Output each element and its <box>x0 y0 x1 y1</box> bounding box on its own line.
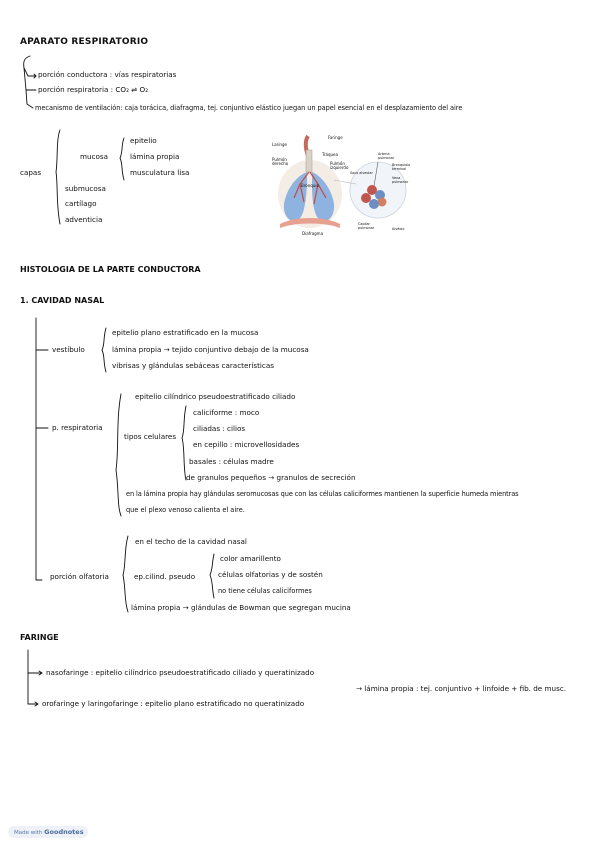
histologia-title: HISTOLOGIA DE LA PARTE CONDUCTORA <box>20 265 201 274</box>
label-pulmon-izquierdo: Pulmón izquierdo <box>330 161 349 171</box>
respiratoria-nota: en la lámina propia hay glándulas seromu… <box>126 490 519 498</box>
goodnotes-brand: Goodnotes <box>44 828 84 836</box>
page-title: APARATO RESPIRATORIO <box>20 37 149 47</box>
olfatoria-ep-item: no tiene células caliciformes <box>218 587 312 595</box>
label-bronquio: Bronquio <box>301 183 319 188</box>
vestibulo-label: vestíbulo <box>52 345 85 354</box>
porcion-respiratoria: porción respiratoria : CO₂ ⇌ O₂ <box>38 85 149 94</box>
tipos-celulares-label: tipos celulares <box>124 432 177 441</box>
faringe-title: FARINGE <box>20 633 59 642</box>
olfatoria-label: porción olfatoria <box>50 572 109 581</box>
label-capilar-pulmonar: Capilar pulmonar <box>358 222 375 230</box>
tipo-celular: basales : células madre <box>189 457 274 466</box>
porcion-conductora: porción conductora : vías respiratorias <box>38 70 177 79</box>
layer-submucosa: submucosa <box>65 184 106 193</box>
olfatoria-lamina: lámina propia → glándulas de Bowman que … <box>131 603 351 612</box>
vestibulo-item: epitelio plano estratificado en la mucos… <box>112 328 259 337</box>
lungs-illustration <box>278 134 407 228</box>
label-vena-pulmonar: Vena pulmonar <box>392 176 409 184</box>
olfatoria-techo: en el techo de la cavidad nasal <box>135 537 247 546</box>
label-pulmon-derecho: Pulmón derecho <box>272 157 289 167</box>
label-saco-alveolar: Saco alveolar <box>350 171 373 175</box>
mucosa-label: mucosa <box>80 152 109 161</box>
olfatoria-ep-item: células olfatorias y de sostén <box>218 570 323 579</box>
respiratoria-label: p. respiratoria <box>52 423 103 432</box>
layer-adventicia: adventicia <box>65 215 103 224</box>
vestibulo-item: vibrisas y glándulas sebáceas caracterís… <box>112 361 275 370</box>
mucosa-item-epitelio: epitelio <box>130 136 157 145</box>
label-bronquiolo-terminal: Bronquiolo terminal <box>392 163 411 171</box>
label-laringe: Laringe <box>272 142 287 147</box>
label-alveolo: Alvéolo <box>392 227 405 231</box>
mucosa-item-musculatura: musculatura lisa <box>130 168 190 177</box>
made-with-text: Made with <box>14 830 43 836</box>
respiratoria-nota: que el plexo venoso calienta el aire. <box>126 506 245 514</box>
tipo-celular: caliciforme : moco <box>193 408 260 417</box>
tipo-celular: en cepillo : microvellosidades <box>193 440 300 449</box>
capas-label: capas <box>20 168 42 177</box>
tipo-celular: ciliadas : cilios <box>193 424 246 433</box>
orofaringe: orofaringe y laringofaringe : epitelio p… <box>42 699 305 708</box>
tipo-celular: de granulos pequeños → granulos de secre… <box>186 473 356 482</box>
respiratoria-epitelio: epitelio cilíndrico pseudoestratificado … <box>135 392 296 401</box>
label-faringe: Faringe <box>328 135 343 140</box>
label-diafragma: Diafragma <box>302 231 324 236</box>
respiratory-system-figure: Faringe Laringe Tráquea Pulmón derecho P… <box>270 132 410 242</box>
cavidad-nasal-title: 1. CAVIDAD NASAL <box>20 296 105 305</box>
olfatoria-ep-label: ep.cilind. pseudo <box>134 572 196 581</box>
goodnotes-badge[interactable]: Made with Goodnotes <box>8 826 88 838</box>
mucosa-item-lamina: lámina propia <box>130 152 180 161</box>
label-arteria-pulmonar: Arteria pulmonar <box>378 152 395 160</box>
mecanismo-ventilacion: mecanismo de ventilación: caja torácica,… <box>35 104 463 112</box>
layer-cartilago: cartílago <box>65 199 97 208</box>
label-traquea: Tráquea <box>322 152 338 157</box>
vestibulo-item: lámina propia → tejido conjuntivo debajo… <box>112 345 309 354</box>
olfatoria-ep-item: color amarillento <box>220 554 281 563</box>
faringe-lamina-propia: → lámina propia : tej. conjuntivo + linf… <box>356 684 567 693</box>
nasofaringe: nasofaringe : epitelio cilíndrico pseudo… <box>46 668 315 677</box>
